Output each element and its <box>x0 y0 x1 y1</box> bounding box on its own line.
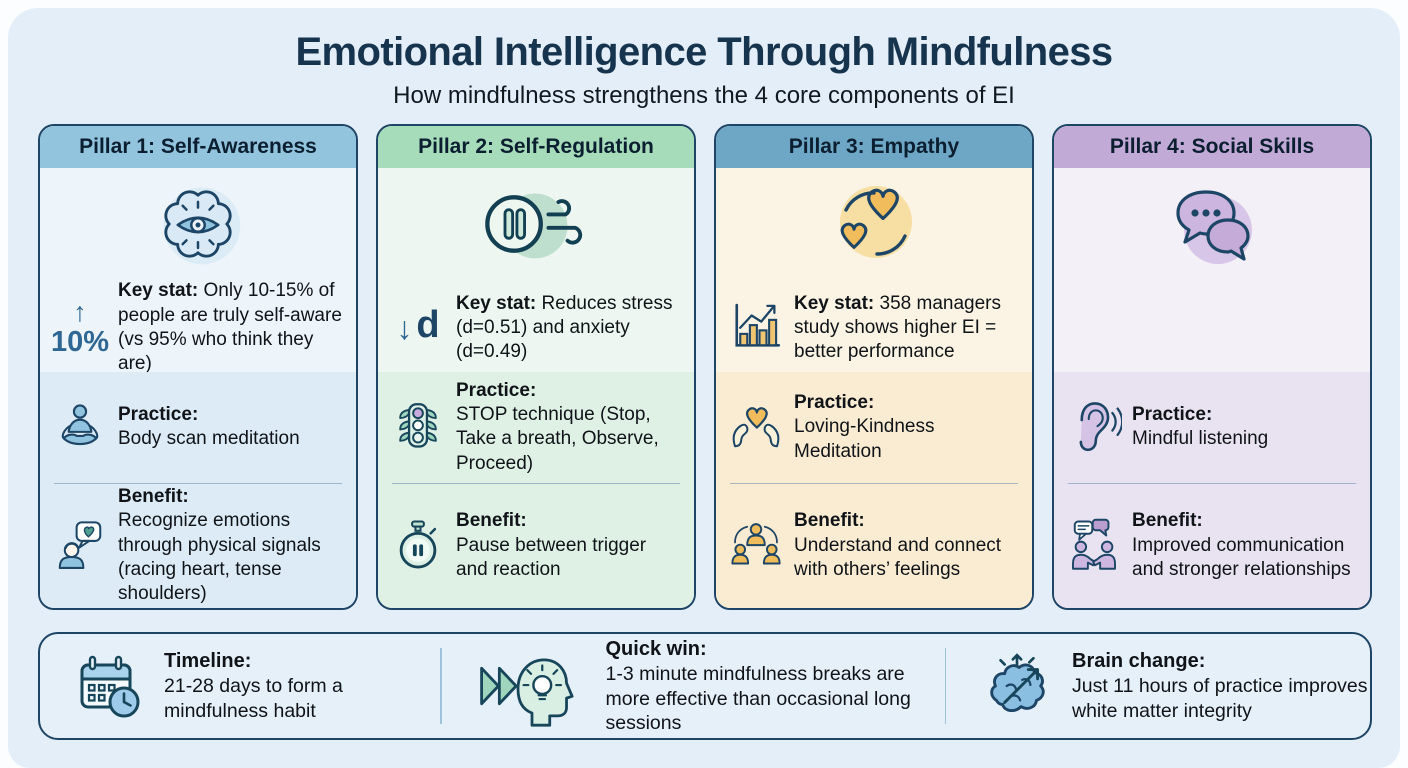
section-divider <box>730 482 1018 484</box>
section-divider <box>54 482 342 484</box>
pillar-3-benefit: Benefit:Understand and connect with othe… <box>716 484 1032 608</box>
footer-divider <box>440 648 442 724</box>
listening-ear-icon <box>1064 396 1124 458</box>
pillar-2-benefit-text: Benefit:Pause between trigger and reacti… <box>456 510 647 581</box>
meditation-icon <box>50 396 110 458</box>
growth-chart-icon <box>724 298 788 358</box>
pillar-2-benefit: Benefit:Pause between trigger and reacti… <box>378 484 694 608</box>
page-subtitle: How mindfulness strengthens the 4 core c… <box>393 82 1015 109</box>
section-divider <box>1068 482 1356 484</box>
pillar-3-hero <box>716 168 1032 284</box>
hands-heart-icon <box>726 396 786 458</box>
pillar-3-practice-text: Practice:Loving-Kindness Meditation <box>794 391 935 462</box>
section-divider <box>392 482 680 484</box>
infographic-canvas: Emotional Intelligence Through Mindfulne… <box>8 8 1400 768</box>
footer-item-brain-change: Brain change: Just 11 hours of practice … <box>946 634 1370 738</box>
footer-brain-change-text: Brain change: Just 11 hours of practice … <box>1072 650 1368 722</box>
calendar-clock-icon <box>74 652 146 720</box>
stat-up-arrow-10-percent: ↑ 10% <box>50 297 110 358</box>
pillar-3-practice: Practice:Loving-Kindness Meditation <box>716 372 1032 483</box>
pillar-1-practice: Practice:Body scan meditation <box>40 372 356 483</box>
footer-bar: Timeline: 21-28 days to form a mindfulne… <box>38 632 1372 740</box>
pillar-3-benefit-text: Benefit:Understand and connect with othe… <box>794 510 1002 581</box>
pillar-social-skills: Pillar 4: Social Skills <box>1052 124 1372 610</box>
quick-mindful-break-icon <box>476 644 588 728</box>
pillar-1-hero <box>40 168 356 284</box>
pillar-4-benefit-text: Benefit:Improved communication and stron… <box>1132 510 1351 581</box>
pillar-self-awareness: Pillar 1: Self-Awareness <box>38 124 358 610</box>
brain-growth-icon <box>980 651 1054 721</box>
traffic-light-icon <box>388 396 448 458</box>
pillar-4-header: Pillar 4: Social Skills <box>1054 126 1370 168</box>
pillar-1-practice-text: Practice:Body scan meditation <box>118 404 300 450</box>
pillar-empathy: Pillar 3: Empathy <box>714 124 1034 610</box>
pillar-self-regulation: Pillar 2: Self-Regulation <box>376 124 696 610</box>
pillar-1-benefit-text: Benefit:Recognize emotions through physi… <box>118 486 321 605</box>
pillar-4-hero <box>1054 168 1370 284</box>
people-group-icon <box>726 515 786 577</box>
stat-down-arrow-d: ↓ d <box>396 304 440 346</box>
pillar-3-keystat-text: Key stat: 358 managers study shows highe… <box>794 292 1001 363</box>
handshake-conversation-icon <box>1064 515 1124 577</box>
pillar-4-keystat-empty <box>1054 284 1370 372</box>
chat-bubbles-icon <box>1162 174 1262 279</box>
pillar-4-practice: Practice:Mindful listening <box>1054 372 1370 483</box>
pillar-2-keystat-text: Key stat: Reduces stress (d=0.51) and an… <box>456 292 673 363</box>
pause-breath-icon <box>474 176 598 277</box>
pillar-1-benefit: Benefit:Recognize emotions through physi… <box>40 484 356 608</box>
pillar-2-header: Pillar 2: Self-Regulation <box>378 126 694 168</box>
brain-eye-icon <box>150 176 246 277</box>
pillar-4-practice-text: Practice:Mindful listening <box>1132 404 1269 450</box>
pillar-1-keystat-text: Key stat: Only 10-15% of people are trul… <box>118 280 342 375</box>
pillar-1-header: Pillar 1: Self-Awareness <box>40 126 356 168</box>
pillar-2-hero <box>378 168 694 284</box>
footer-item-quick-win: Quick win: 1-3 minute mindfulness breaks… <box>442 634 945 738</box>
footer-divider <box>944 648 946 724</box>
pillar-2-practice: Practice:STOP technique (Stop, Take a br… <box>378 372 694 483</box>
pillars-row: Pillar 1: Self-Awareness <box>38 124 1372 610</box>
pillar-2-keystat: ↓ d Key stat: Reduces stress (d=0.51) an… <box>378 284 694 372</box>
footer-quick-win-text: Quick win: 1-3 minute mindfulness breaks… <box>605 637 911 735</box>
person-emotion-speech-icon <box>50 515 110 577</box>
page-title: Emotional Intelligence Through Mindfulne… <box>295 30 1113 74</box>
pillar-3-header: Pillar 3: Empathy <box>716 126 1032 168</box>
pillar-1-keystat: ↑ 10% Key stat: Only 10-15% of people ar… <box>40 280 356 374</box>
stopwatch-icon <box>388 515 448 577</box>
hearts-exchange-icon <box>824 174 924 279</box>
footer-timeline-text: Timeline: 21-28 days to form a mindfulne… <box>164 650 343 722</box>
footer-item-timeline: Timeline: 21-28 days to form a mindfulne… <box>40 634 440 738</box>
pillar-4-benefit: Benefit:Improved communication and stron… <box>1054 484 1370 608</box>
pillar-3-keystat: Key stat: 358 managers study shows highe… <box>716 284 1032 372</box>
pillar-2-practice-text: Practice:STOP technique (Stop, Take a br… <box>456 379 659 474</box>
